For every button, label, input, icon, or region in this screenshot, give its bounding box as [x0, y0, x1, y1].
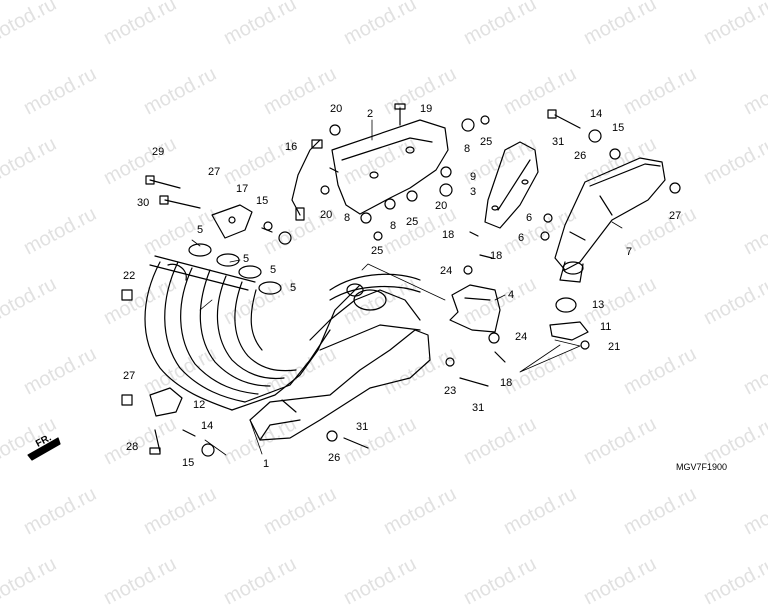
part-number-18: 18 — [500, 377, 513, 389]
o2-sensor — [291, 139, 323, 221]
bracket-17 — [211, 204, 253, 239]
part-number-11: 11 — [600, 321, 612, 333]
part-number-3: 3 — [470, 186, 477, 198]
part-number-1: 1 — [263, 458, 270, 470]
part-number-16: 16 — [285, 141, 298, 153]
part-number-8: 8 — [344, 212, 351, 224]
part-number-21: 21 — [608, 341, 621, 353]
part-number-8: 8 — [390, 220, 397, 232]
front-arrow-icon — [27, 437, 61, 461]
fasteners — [121, 103, 681, 457]
part-number-25: 25 — [371, 245, 384, 257]
part-number-31: 31 — [472, 402, 485, 414]
part-number-28: 28 — [126, 441, 139, 453]
part-number-27: 27 — [123, 370, 136, 382]
part-number-5: 5 — [243, 253, 250, 265]
part-number-26: 26 — [574, 150, 587, 162]
exhaust-header-pipes — [144, 255, 361, 411]
part-number-6: 6 — [526, 212, 533, 224]
part-number-18: 18 — [490, 250, 503, 262]
part-number-13: 13 — [592, 299, 605, 311]
exhaust-gaskets — [188, 243, 282, 295]
muffler-heat-shield — [484, 141, 539, 229]
part-number-4: 4 — [508, 289, 515, 301]
part-number-5: 5 — [270, 264, 277, 276]
part-number-25: 25 — [480, 136, 493, 148]
part-number-29: 29 — [152, 146, 165, 158]
diagram-code: MGV7F1900 — [676, 462, 728, 472]
part-number-14: 14 — [201, 420, 214, 432]
part-number-5: 5 — [290, 282, 297, 294]
part-number-15: 15 — [256, 195, 269, 207]
part-number-18: 18 — [442, 229, 455, 241]
part-number-20: 20 — [330, 103, 343, 115]
part-number-31: 31 — [356, 421, 369, 433]
part-number-8: 8 — [464, 143, 471, 155]
bracket-12 — [149, 387, 183, 417]
part-number-23: 23 — [444, 385, 457, 397]
part-number-27: 27 — [208, 166, 221, 178]
connecting-pipe — [329, 273, 421, 301]
part-number-14: 14 — [590, 108, 603, 120]
muffler — [554, 157, 666, 283]
exhaust-bracket — [449, 284, 501, 333]
heat-shield-upper — [329, 119, 449, 215]
exhaust-parts-diagram — [27, 103, 681, 461]
part-number-24: 24 — [515, 331, 528, 343]
part-number-25: 25 — [406, 216, 419, 228]
part-number-12: 12 — [193, 399, 206, 411]
part-number-30: 30 — [137, 197, 150, 209]
muffler-mount — [549, 297, 589, 341]
part-number-31: 31 — [552, 136, 565, 148]
part-number-5: 5 — [197, 224, 204, 236]
part-number-20: 20 — [320, 209, 333, 221]
part-number-7: 7 — [626, 246, 633, 258]
part-number-15: 15 — [612, 122, 625, 134]
part-number-20: 20 — [435, 200, 448, 212]
part-number-17: 17 — [236, 183, 249, 195]
part-number-24: 24 — [440, 265, 453, 277]
part-number-2: 2 — [367, 108, 374, 120]
part-number-19: 19 — [420, 103, 433, 115]
part-number-22: 22 — [123, 270, 136, 282]
part-number-6: 6 — [518, 232, 525, 244]
leader-lines — [191, 119, 623, 456]
exhaust-chamber — [249, 283, 431, 441]
part-number-27: 27 — [669, 210, 682, 222]
part-number-26: 26 — [328, 452, 341, 464]
part-number-9: 9 — [470, 171, 477, 183]
part-number-15: 15 — [182, 457, 195, 469]
